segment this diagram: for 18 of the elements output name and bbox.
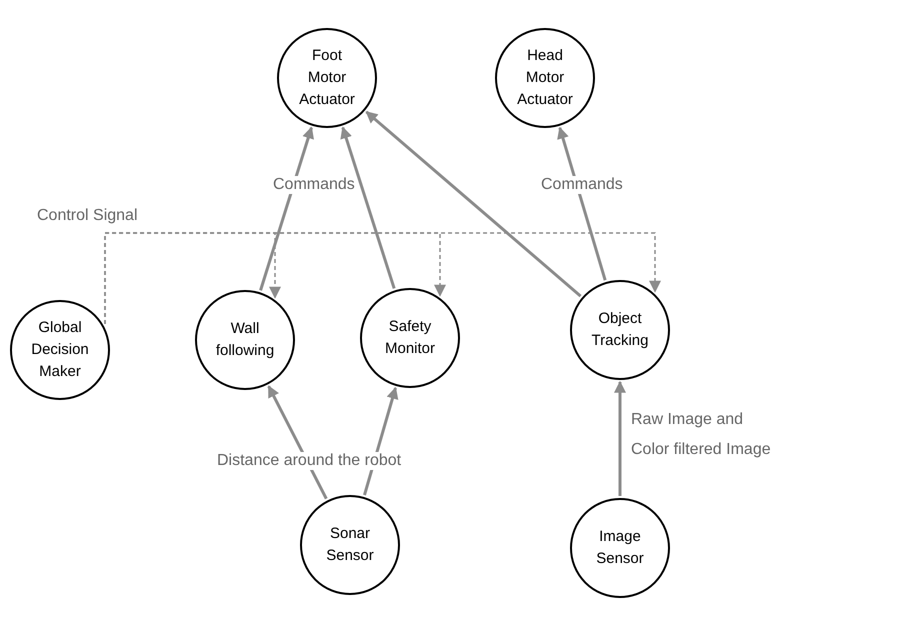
node-label: Image Sensor [595,527,645,569]
annotation-text: Commands [272,176,356,194]
arrow [614,380,626,496]
node-label: Safety Monitor [384,317,436,359]
node-label: Sonar Sensor [325,524,375,566]
node-label: Object Tracking [590,309,650,351]
node-label: Wall following [214,319,276,361]
arrow [340,126,396,289]
dashed-arrow [104,232,661,324]
annotation-text: Distance around the robot [216,452,402,470]
arrow [557,126,607,281]
edge-label: Commands [540,176,624,194]
node-label: Foot Motor Actuator [298,46,356,110]
arrow [365,110,582,298]
node-label: Head Motor Actuator [516,46,574,110]
annotation-text: Control Signal [36,207,138,225]
node-label: Global Decision Maker [30,318,90,382]
arrow [259,126,314,291]
